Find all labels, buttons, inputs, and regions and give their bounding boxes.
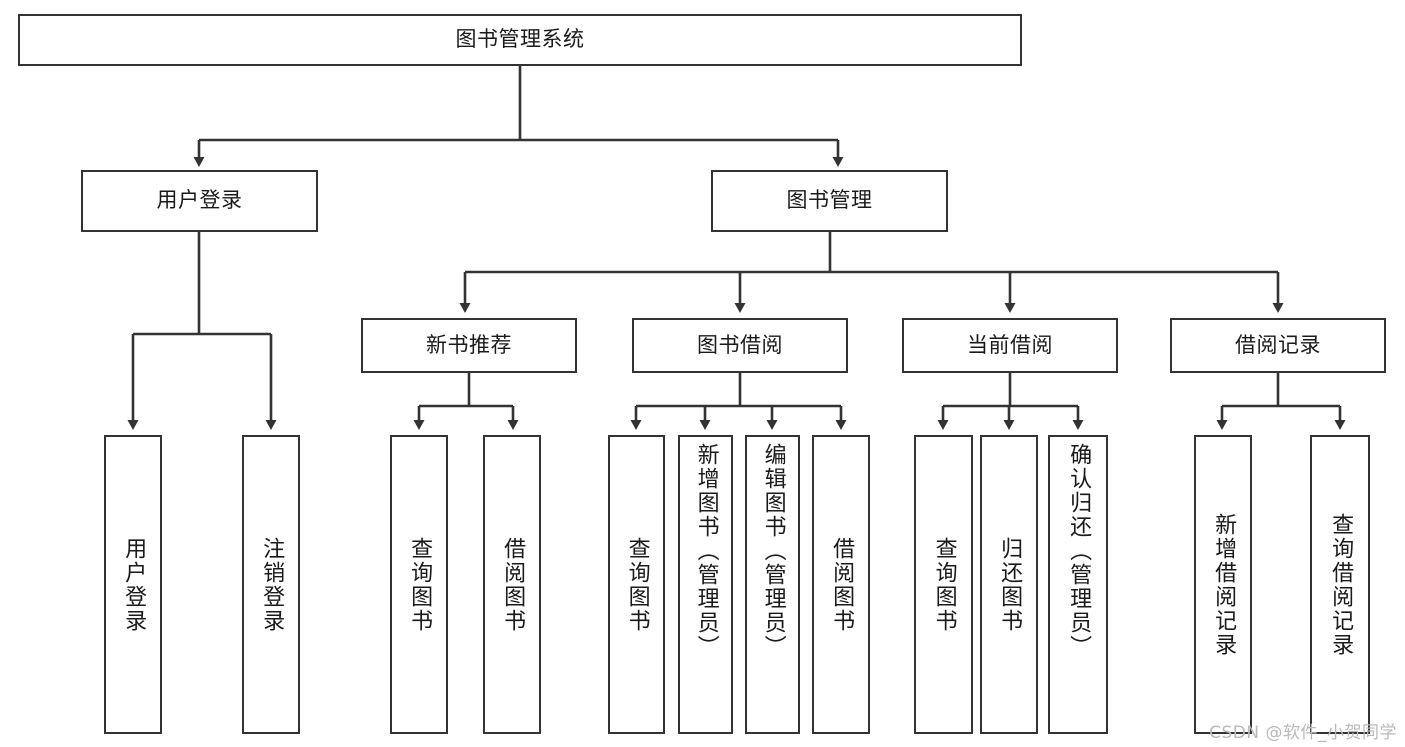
edges-bookmgmt-to-level3 [459,232,1284,313]
edges-current-to-leaves [937,373,1084,430]
leaf-logout[interactable]: 注销登录 [242,435,300,734]
leaf-label: 新增借阅记录 [1211,512,1237,657]
node-label: 图书管理系统 [455,27,585,52]
leaf-label: 查询图书 [407,536,433,633]
edges-newbook-to-leaves [413,373,519,430]
leaf-query-borrow-record[interactable]: 查询借阅记录 [1310,435,1370,734]
leaf-label: 查询图书 [624,536,650,633]
leaf-confirm-return-admin[interactable]: 确认归还（管理员） [1048,435,1108,734]
leaf-add-borrow-record[interactable]: 新增借阅记录 [1194,435,1252,734]
node-book-management[interactable]: 图书管理 [711,170,948,232]
leaf-label: 新增图书（管理员） [693,443,719,659]
node-new-book-recommend[interactable]: 新书推荐 [361,318,577,373]
node-user-login[interactable]: 用户登录 [81,170,318,232]
node-label: 用户登录 [156,188,243,213]
edges-userlogin-to-leaves [127,232,277,430]
node-label: 当前借阅 [967,332,1053,357]
leaf-borrow-book[interactable]: 借阅图书 [812,435,870,734]
leaf-label: 查询图书 [931,536,957,633]
node-current-borrow[interactable]: 当前借阅 [902,318,1118,373]
edges-root-to-level2 [193,66,844,167]
node-label: 借阅记录 [1235,332,1321,357]
leaf-label: 借阅图书 [829,536,855,633]
node-label: 新书推荐 [426,332,512,357]
leaf-borrow-book-recommend[interactable]: 借阅图书 [483,435,541,734]
leaf-label: 归还图书 [997,536,1023,633]
leaf-label: 用户登录 [121,536,147,633]
leaf-add-book-admin[interactable]: 新增图书（管理员） [678,435,733,734]
leaf-label: 借阅图书 [500,536,526,633]
node-label: 图书借阅 [697,332,783,357]
leaf-label: 查询借阅记录 [1328,512,1354,657]
node-root-system[interactable]: 图书管理系统 [18,14,1022,66]
node-borrow-record[interactable]: 借阅记录 [1170,318,1386,373]
leaf-label: 编辑图书（管理员） [760,443,786,659]
leaf-edit-book-admin[interactable]: 编辑图书（管理员） [745,435,800,734]
leaf-user-login[interactable]: 用户登录 [104,435,162,734]
leaf-label: 注销登录 [259,536,285,633]
leaf-query-book-borrow[interactable]: 查询图书 [608,435,665,734]
node-book-borrow[interactable]: 图书借阅 [632,318,848,373]
leaf-label: 确认归还（管理员） [1066,443,1092,659]
leaf-query-book-recommend[interactable]: 查询图书 [390,435,448,734]
edges-borrow-to-leaves [630,373,847,430]
leaf-query-book-current[interactable]: 查询图书 [914,435,973,734]
node-label: 图书管理 [786,188,873,213]
leaf-return-book[interactable]: 归还图书 [980,435,1038,734]
edges-record-to-leaves [1216,373,1346,430]
